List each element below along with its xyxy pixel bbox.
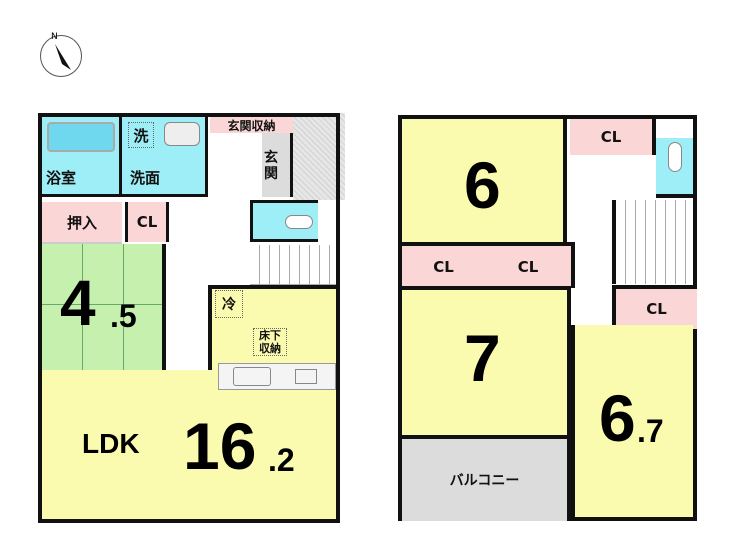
compass-north-label: N <box>51 32 58 42</box>
fridge-mark: 冷 <box>215 290 243 318</box>
stairs-2f <box>612 200 693 284</box>
underfloor-storage: 床下収納 <box>253 328 287 356</box>
toilet-icon-2f <box>668 142 682 172</box>
room-6-7-size-decimal: .7 <box>637 413 664 449</box>
ldk-size-decimal: .2 <box>268 442 295 478</box>
room-tatami: 4 .5 <box>42 244 166 370</box>
room-toilet-2f <box>656 138 693 198</box>
closet-1f: CL <box>125 202 169 242</box>
washer-mark: 洗 <box>128 122 154 148</box>
kitchen-sink-icon <box>233 367 271 386</box>
room-western-6-7: 6 .7 <box>571 325 693 517</box>
closet-mid-right: CL <box>485 242 575 288</box>
toilet-icon <box>285 215 313 229</box>
stairs-1f <box>250 245 336 285</box>
stove-icon <box>295 369 317 384</box>
closet-top: CL <box>570 119 656 155</box>
bath-label: 浴室 <box>46 169 77 187</box>
room-western-7: 7 <box>402 286 571 435</box>
compass: N <box>40 32 82 77</box>
room-entrance <box>262 133 293 197</box>
room-ldk <box>42 370 336 519</box>
tatami-size-decimal: .5 <box>110 298 137 334</box>
bathtub <box>47 122 115 152</box>
room-ldk-upper <box>208 285 336 375</box>
balcony: バルコニー <box>402 435 571 521</box>
closet-mid-left: CL <box>402 242 489 288</box>
entrance-storage: 玄関収納 <box>210 117 293 133</box>
entrance-label: 玄関 <box>264 150 278 182</box>
ldk-size: 16 <box>183 409 257 483</box>
washroom-label: 洗面 <box>130 169 161 187</box>
floor1-outline <box>38 113 340 523</box>
kitchen-counter <box>218 363 336 390</box>
room-washroom: 洗 洗面 <box>122 117 208 197</box>
closet-right: CL <box>612 285 697 329</box>
oshiire-closet: 押入 <box>42 202 122 244</box>
north-arrow-icon <box>55 44 71 70</box>
tatami-size: 4 <box>60 267 96 339</box>
room-6-7-size: 6 <box>599 381 636 455</box>
room-7-size: 7 <box>464 321 501 395</box>
sink-icon <box>164 122 200 146</box>
room-6-size: 6 <box>464 148 501 222</box>
room-toilet <box>250 200 318 242</box>
ldk-label: LDK <box>82 428 140 459</box>
room-bath: 浴室 <box>42 117 122 197</box>
room-western-6: 6 <box>402 119 567 242</box>
